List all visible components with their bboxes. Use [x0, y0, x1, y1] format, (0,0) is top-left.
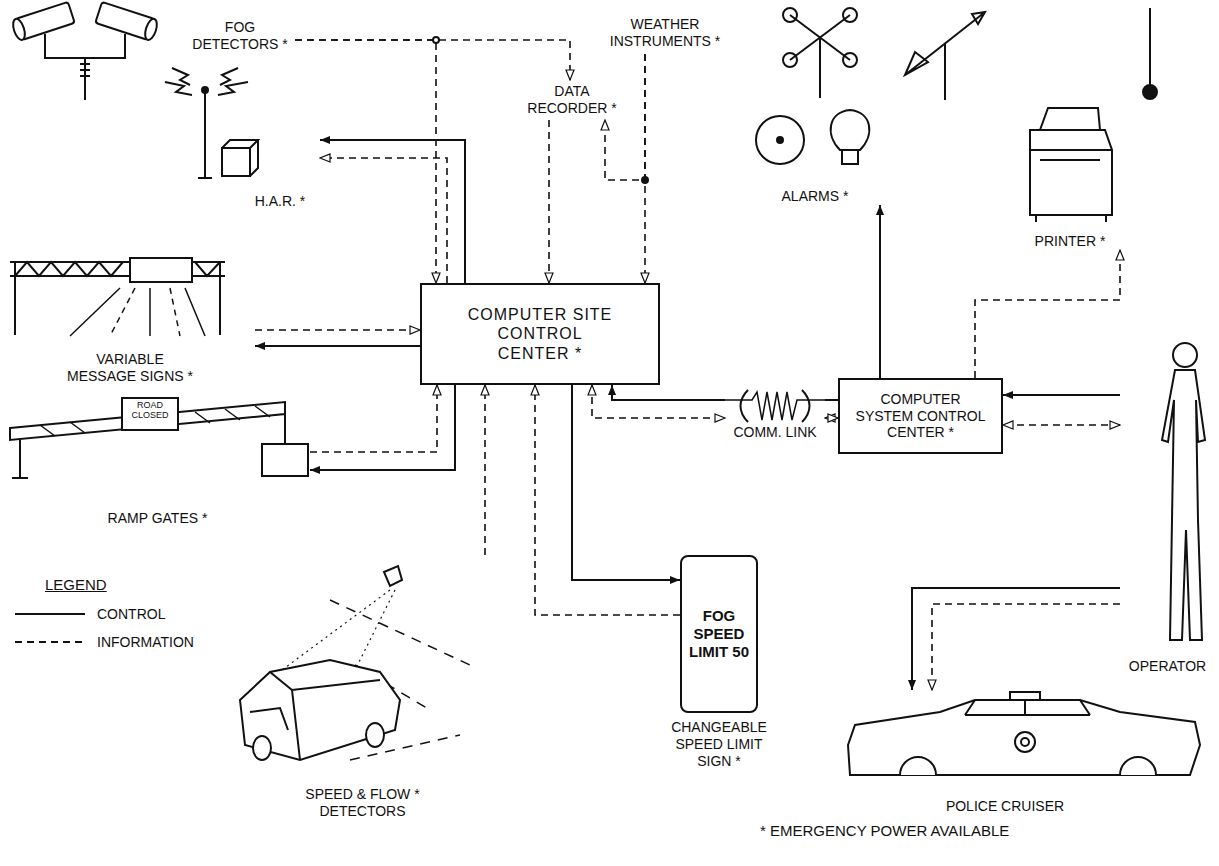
device-label: VARIABLE MESSAGE SIGNS *: [5, 250, 255, 385]
legend-row: INFORMATION: [15, 628, 194, 656]
device-label: H.A.R. *: [240, 115, 320, 210]
device-label: DATA RECORDER *: [522, 80, 622, 120]
information-line: [825, 417, 838, 419]
car-and-detector-figure: [240, 566, 470, 760]
speed-limit-sign: FOG SPEED LIMIT 50CHANGEABLE SPEED LIMIT…: [680, 555, 758, 713]
comm-link-coil: [725, 390, 825, 422]
node-text: FOG DETECTORS *: [189, 19, 291, 53]
information-line: [932, 604, 1120, 690]
legend-text: CONTROL: [97, 606, 165, 623]
information-line: [592, 385, 725, 418]
device-label: FOG DETECTORS *: [185, 15, 295, 57]
node-text: POLICE CRUISER: [946, 798, 1064, 815]
control-line: [310, 385, 455, 470]
legend-line-sample: [15, 637, 85, 647]
information-line: [484, 385, 486, 555]
control-center-box: COMPUTER SYSTEM CONTROL CENTER *: [838, 378, 1003, 454]
weather-instrument-figure: [783, 8, 1157, 100]
node-text: PRINTER *: [1035, 233, 1106, 250]
device-label: ROAD CLOSED RAMP GATES *: [5, 392, 310, 527]
comm-link-label: COMM. LINK: [725, 385, 825, 441]
device-label: SPEED & FLOW * DETECTORS: [230, 555, 495, 820]
device-label: PRINTER *: [1010, 100, 1130, 250]
control-line: [572, 385, 680, 580]
footnote: * EMERGENCY POWER AVAILABLE: [760, 822, 1009, 840]
junction-dot: [642, 177, 648, 183]
node-text: WEATHER INSTRUMENTS *: [602, 16, 728, 50]
ramp-gate-figure: [10, 398, 308, 478]
fog-detector-figure: [11, 2, 159, 100]
legend-row: CONTROL: [15, 600, 194, 628]
control-line: [912, 588, 1120, 690]
operator-figure: [1162, 343, 1205, 640]
node-text: OPERATOR: [1129, 658, 1206, 675]
message-sign-gantry-figure: [10, 258, 225, 336]
node-text: FOG SPEED LIMIT 50: [687, 607, 751, 661]
node-heading: CHANGEABLE SPEED LIMIT SIGN *: [663, 719, 775, 769]
police-car-figure: [848, 692, 1200, 775]
information-line: [535, 385, 680, 615]
alarm-figure: [756, 110, 869, 164]
node-text: H.A.R. *: [255, 193, 306, 210]
information-line: [295, 40, 436, 283]
junction-dot: [433, 37, 439, 43]
legend-line-sample: [15, 609, 85, 619]
device-label: OPERATOR: [1120, 335, 1215, 675]
node-text: COMM. LINK: [733, 424, 816, 441]
control-line: [612, 385, 725, 400]
control-line: [879, 205, 881, 378]
information-line: [255, 329, 420, 331]
information-line: [605, 54, 645, 180]
information-line: [1003, 424, 1120, 426]
device-label: WEATHER INSTRUMENTS *: [600, 12, 730, 54]
information-line: [975, 250, 1120, 378]
node-heading: RAMP GATES *: [108, 510, 208, 527]
control-line: [320, 140, 465, 283]
node-text: VARIABLE MESSAGE SIGNS *: [63, 351, 197, 385]
information-line: [320, 158, 447, 283]
node-text: SPEED & FLOW * DETECTORS: [295, 786, 431, 820]
information-line: [310, 385, 437, 452]
legend-text: INFORMATION: [97, 634, 194, 651]
control-line: [825, 399, 838, 401]
control-line: [255, 345, 420, 347]
printer-figure: [1030, 108, 1112, 222]
node-text: COMPUTER SYSTEM CONTROL CENTER *: [852, 391, 990, 441]
control-line: [1003, 394, 1120, 396]
node-text: DATA RECORDER *: [524, 83, 620, 117]
control-center-box: COMPUTER SITE CONTROL CENTER *: [420, 283, 660, 385]
node-text: ROAD CLOSED: [122, 400, 178, 421]
device-label: POLICE CRUISER: [840, 690, 1170, 815]
node-text: ALARMS *: [782, 188, 849, 205]
information-line: [548, 120, 550, 283]
information-line: [295, 40, 570, 80]
device-label: ALARMS *: [745, 100, 885, 205]
har-transmitter-figure: [165, 68, 258, 178]
legend-title: LEGEND: [15, 576, 194, 594]
node-text: COMPUTER SITE CONTROL CENTER *: [465, 305, 615, 363]
